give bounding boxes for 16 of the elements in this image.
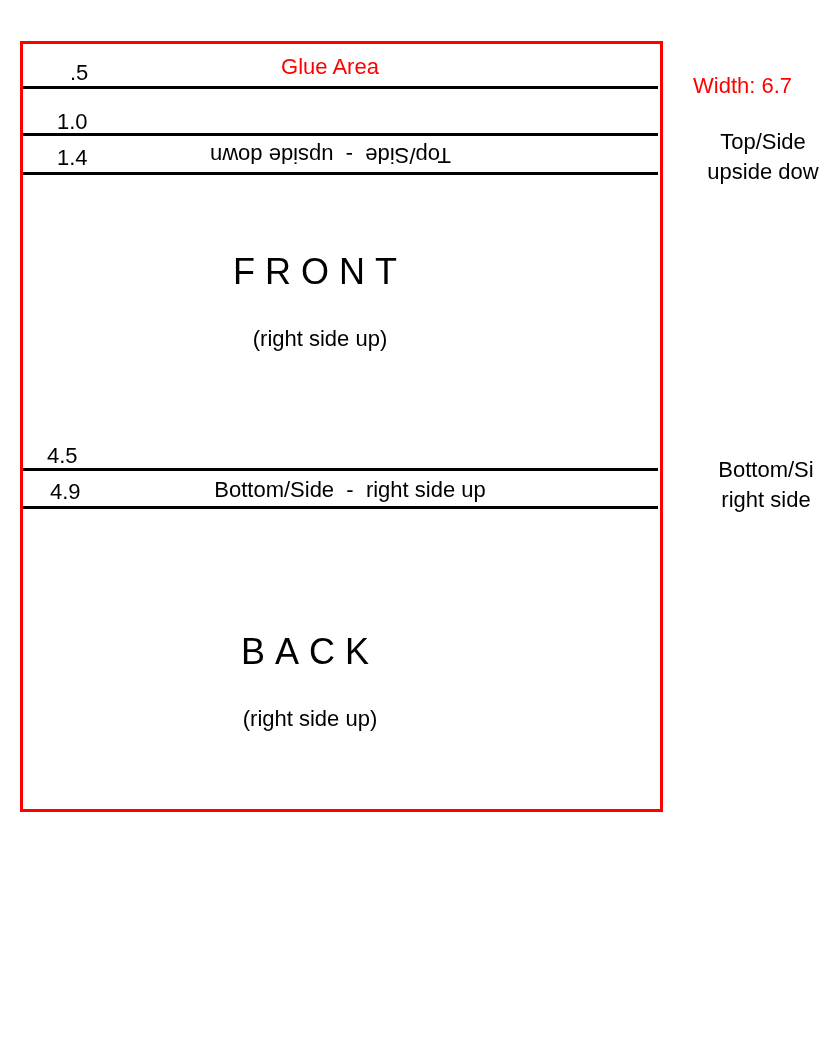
panel-title: BACK [240,634,379,670]
band-label: Top/Side - upside down [209,144,451,166]
dimension-label: Top/Side upside dow [706,128,820,186]
dimension-label: 1.4 [57,144,88,172]
wrapper-outline [20,41,663,812]
dimension-label: Bottom/Si right side [717,456,815,514]
panel-note: (right side up) [242,708,378,730]
dimension-label: 1.0 [57,108,88,136]
panel-title: FRONT [233,254,407,290]
dimension-label: 4.9 [50,478,81,506]
band-label: Bottom/Side - right side up [214,479,486,501]
dimension-label: .5 [70,59,89,87]
dimension-label: 4.5 [47,442,78,470]
dimension-label: Width: 6.7 [693,72,793,100]
panel-note: (right side up) [252,328,388,350]
band-label: Glue Area [281,56,379,78]
